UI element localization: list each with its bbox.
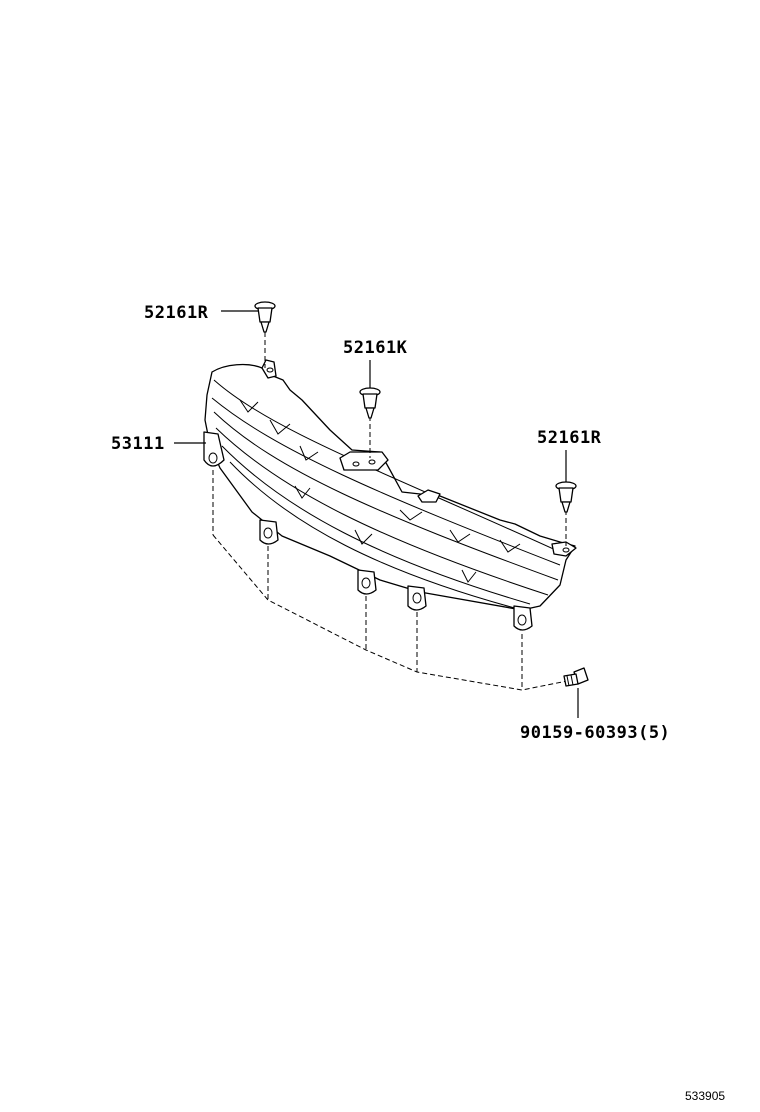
- clip-left-part[interactable]: [254, 301, 276, 333]
- clip-center-part[interactable]: [359, 387, 381, 419]
- lug-3: [357, 569, 377, 595]
- radiator-grille-part[interactable]: [203, 359, 577, 631]
- part-number-grille[interactable]: 53111: [111, 434, 165, 454]
- assembly-guide-lines: [212, 332, 573, 691]
- part-number-clip-left[interactable]: 52161R: [144, 303, 209, 323]
- part-number-clip-center[interactable]: 52161K: [343, 338, 408, 358]
- clip-right-part[interactable]: [555, 481, 577, 513]
- part-number-screw[interactable]: 90159-60393(5): [520, 723, 670, 743]
- lug-4: [407, 585, 427, 611]
- part-number-clip-right[interactable]: 52161R: [537, 428, 602, 448]
- lug-1: [203, 431, 225, 467]
- leader-lines: [174, 310, 579, 718]
- screw-part[interactable]: [563, 667, 589, 687]
- lug-5: [513, 605, 533, 631]
- diagram-id: 533905: [685, 1089, 725, 1103]
- lug-2: [259, 519, 279, 545]
